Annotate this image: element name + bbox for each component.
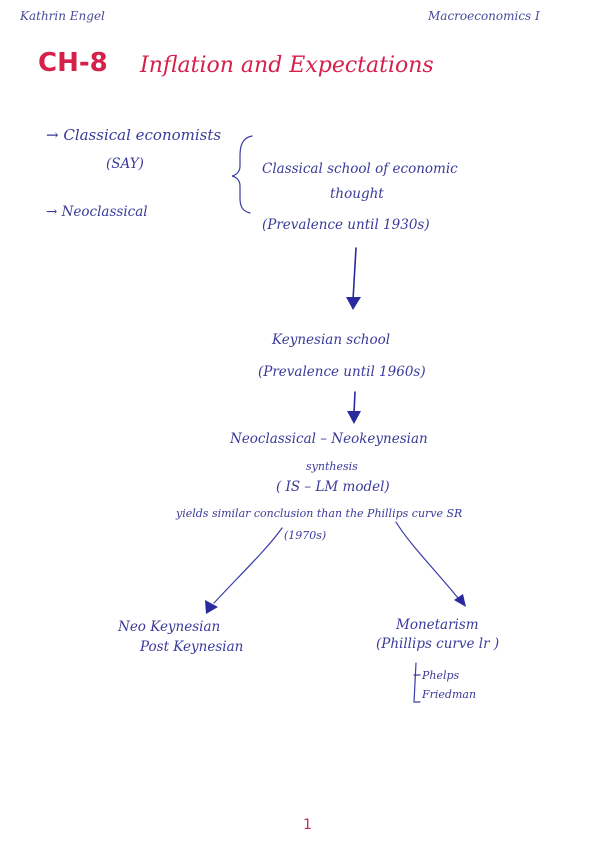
note-monetarism: Monetarism bbox=[396, 617, 479, 633]
arrow-to-keynesian bbox=[352, 247, 357, 301]
note-post-keynesian: Post Keynesian bbox=[140, 639, 244, 655]
phelps-friedman-bracket bbox=[413, 662, 421, 703]
arrowhead-synthesis bbox=[347, 411, 361, 424]
note-phelps: Phelps bbox=[422, 669, 460, 682]
note-classical-economists: → Classical economists bbox=[46, 126, 222, 144]
arrowhead-monetarism bbox=[454, 594, 466, 607]
note-phillips-lr: (Phillips curve lr ) bbox=[376, 636, 500, 652]
note-neo-keynesian: Neo Keynesian bbox=[118, 619, 221, 635]
page-number: 1 bbox=[303, 817, 312, 833]
note-synthesis: Neoclassical – Neokeynesian bbox=[230, 431, 428, 447]
note-friedman: Friedman bbox=[422, 688, 477, 701]
course-name: Macroeconomics I bbox=[428, 9, 540, 23]
note-islm-model: ( IS – LM model) bbox=[276, 479, 390, 495]
note-synthesis-word: synthesis bbox=[306, 460, 358, 473]
note-prevalence-1960s: (Prevalence until 1960s) bbox=[258, 364, 426, 380]
arrowhead-neo-keynesian bbox=[205, 600, 218, 614]
note-prevalence-1930s: (Prevalence until 1930s) bbox=[262, 217, 430, 233]
note-thought: thought bbox=[330, 186, 384, 202]
author-name: Kathrin Engel bbox=[20, 9, 105, 23]
chapter-number: CH-8 bbox=[38, 48, 108, 78]
arrow-to-synthesis bbox=[353, 391, 356, 414]
note-keynesian-school: Keynesian school bbox=[272, 332, 391, 348]
arrow-to-monetarism bbox=[395, 521, 459, 599]
note-yields-conclusion: yields similar conclusion than the Phill… bbox=[176, 507, 463, 520]
arrow-to-neo-keynesian bbox=[213, 527, 283, 604]
curly-brace bbox=[231, 135, 253, 214]
arrowhead-keynesian bbox=[346, 297, 361, 310]
note-say: (SAY) bbox=[106, 156, 144, 172]
note-neoclassical: → Neoclassical bbox=[46, 204, 148, 220]
note-classical-school: Classical school of economic bbox=[262, 161, 458, 177]
note-1970s: (1970s) bbox=[284, 529, 327, 542]
chapter-title: Inflation and Expectations bbox=[140, 53, 434, 78]
